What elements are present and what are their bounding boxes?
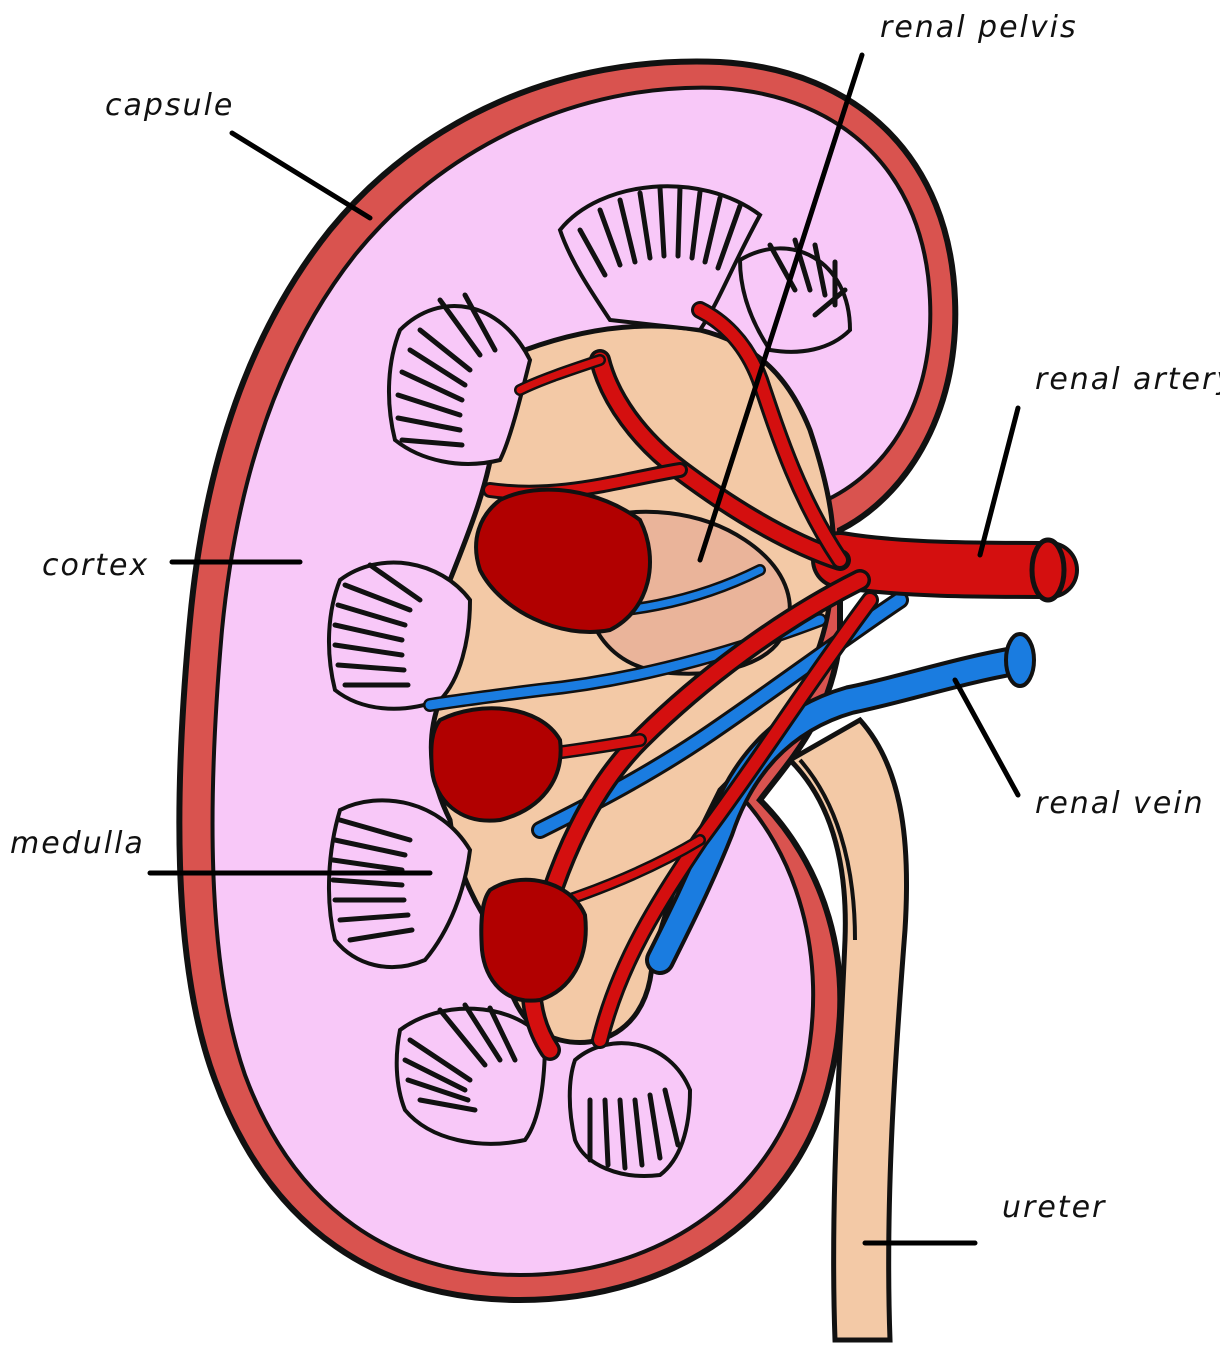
label-ureter: ureter bbox=[1002, 1190, 1106, 1225]
label-renal-vein: renal vein bbox=[1035, 786, 1205, 821]
leader-renal-vein bbox=[955, 680, 1018, 795]
leader-renal-artery bbox=[980, 408, 1018, 555]
label-medulla: medulla bbox=[10, 826, 145, 861]
label-capsule: capsule bbox=[105, 88, 234, 123]
label-cortex: cortex bbox=[42, 548, 149, 583]
pyramid-middle-left bbox=[329, 563, 470, 709]
label-renal-pelvis: renal pelvis bbox=[880, 10, 1078, 45]
renal-vein-opening bbox=[1006, 634, 1034, 686]
label-renal-artery: renal artery bbox=[1035, 362, 1220, 397]
pyramid-bottom-center bbox=[570, 1043, 690, 1176]
pyramid-bottom-left bbox=[397, 1005, 545, 1144]
leader-capsule bbox=[232, 133, 370, 218]
renal-artery-opening bbox=[1032, 540, 1064, 600]
